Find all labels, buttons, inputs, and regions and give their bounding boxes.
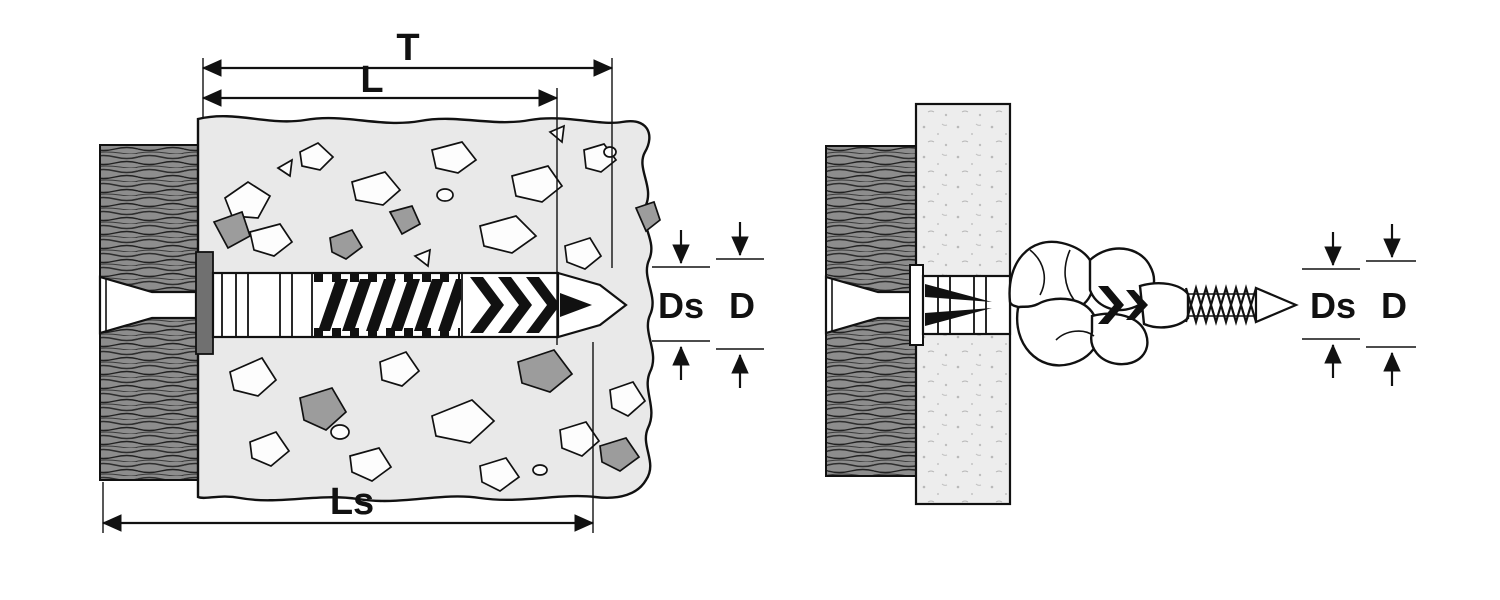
dia-label-d-right: D xyxy=(1381,285,1407,326)
anchor-assembly-right xyxy=(824,240,1299,367)
dia-label-d-left: D xyxy=(729,285,755,326)
screw-thread-exposed xyxy=(1184,284,1299,326)
dowel-rib-lines-right xyxy=(937,277,987,333)
diameter-callout-left: Ds D xyxy=(652,222,764,388)
dowel-body-right xyxy=(921,274,1012,336)
dim-label-ls: Ls xyxy=(330,481,374,523)
screw-point xyxy=(1254,286,1299,324)
right-diagram: Ds D xyxy=(824,102,1416,506)
dowel-rib-lines xyxy=(221,274,463,336)
dowel-teeth xyxy=(314,273,460,337)
grip-spike-top xyxy=(925,284,992,302)
aggregate-stones xyxy=(212,124,661,492)
dimension-l: L xyxy=(201,59,559,345)
left-diagram: T L Ls Ds D xyxy=(98,27,764,533)
screw-tip-arrow xyxy=(560,293,592,317)
grip-spike-bottom xyxy=(925,308,992,326)
diameter-callout-right: Ds D xyxy=(1302,224,1416,386)
dia-label-ds-left: Ds xyxy=(658,285,704,326)
dimension-ls: Ls xyxy=(101,342,595,533)
dim-label-t: T xyxy=(396,27,419,69)
dowel-flange-right xyxy=(909,264,924,346)
dowel-chevrons xyxy=(470,277,558,333)
dimension-t: T xyxy=(201,27,614,268)
anchor-assembly-left xyxy=(98,251,628,355)
dowel-collar xyxy=(195,251,214,355)
dim-label-l: L xyxy=(360,59,383,101)
expanded-dowel-knot xyxy=(1008,240,1190,367)
dia-label-ds-right: Ds xyxy=(1310,285,1356,326)
screw-thread-hatch xyxy=(318,279,461,331)
